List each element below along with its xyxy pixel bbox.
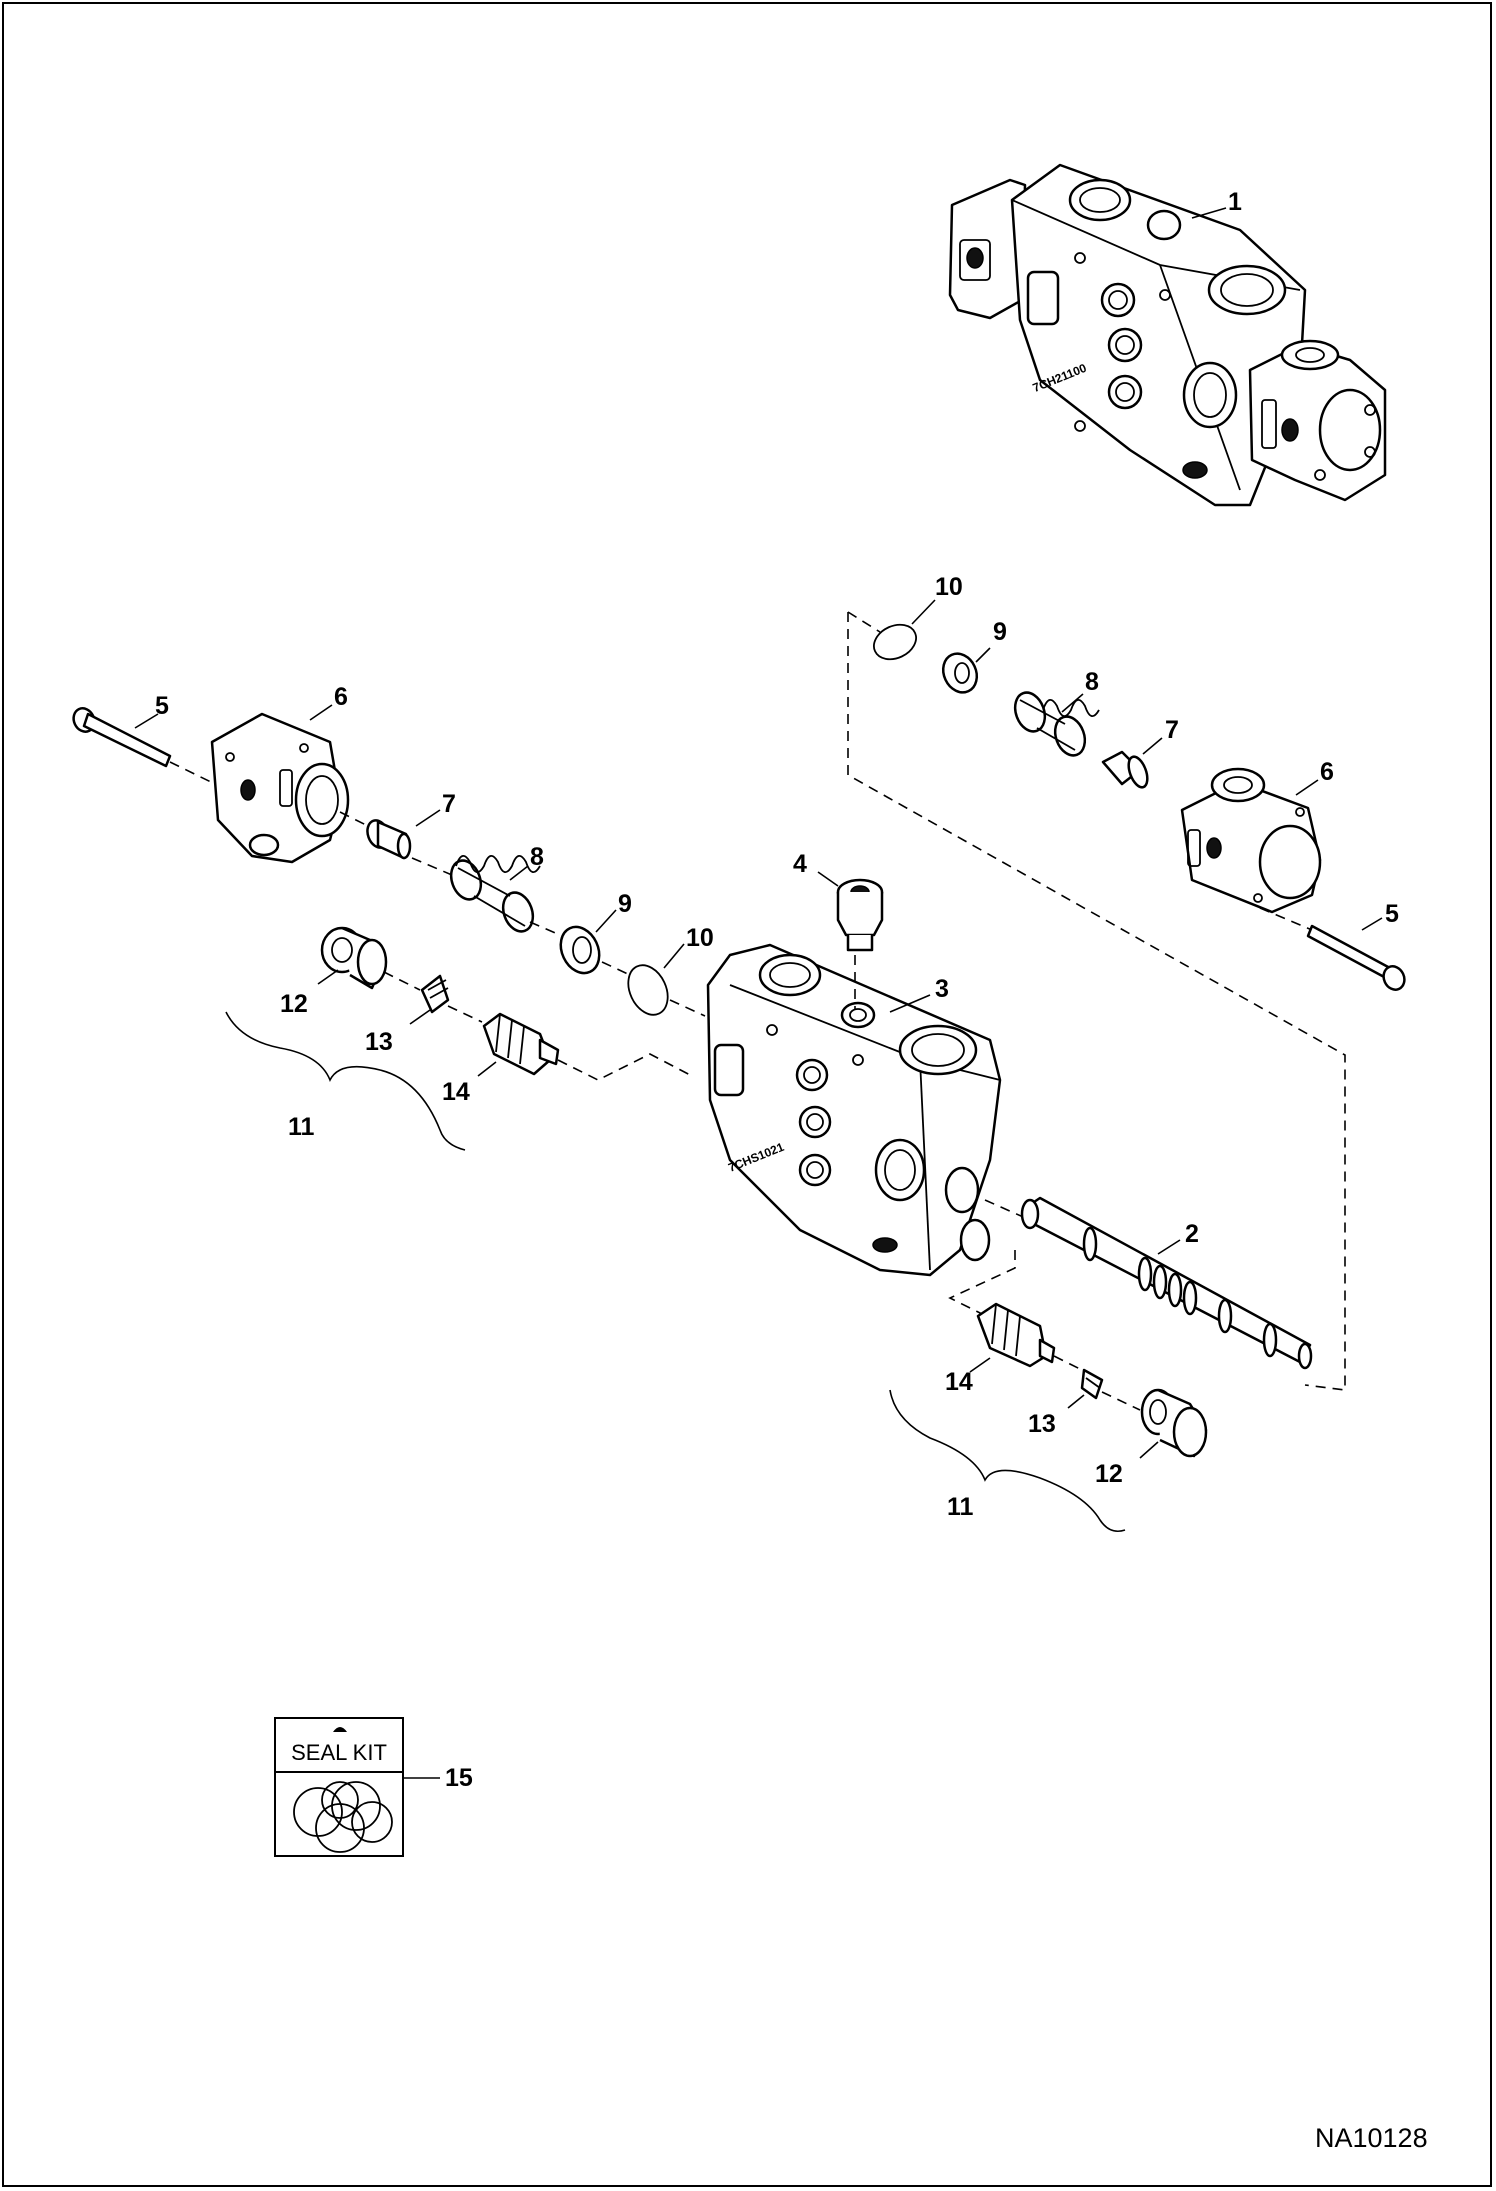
- washer-part-9-left[interactable]: [554, 921, 607, 980]
- o-ring-part-10-left[interactable]: [621, 959, 676, 1021]
- callout-14-right: 14: [945, 1368, 973, 1396]
- callout-15: 15: [445, 1764, 473, 1792]
- callout-7-right: 7: [1165, 716, 1179, 744]
- spool-part-2[interactable]: [1020, 1196, 1313, 1370]
- poppet-part-13-right[interactable]: [1080, 1368, 1104, 1400]
- callout-8-left: 8: [530, 843, 544, 871]
- spring-part-8-right[interactable]: [1010, 688, 1100, 759]
- callout-5-left: 5: [155, 692, 169, 720]
- plug-part-12-left[interactable]: [320, 926, 388, 990]
- spring-part-8-left[interactable]: [446, 855, 541, 936]
- bolt-part-5-right[interactable]: [1306, 924, 1408, 993]
- callout-10-left: 10: [686, 924, 714, 952]
- seal-kit-part-15[interactable]: SEAL KIT: [274, 1717, 404, 1857]
- valve-assembly-part-1[interactable]: 7CH21100: [948, 163, 1387, 507]
- washer-part-9-right[interactable]: [937, 648, 983, 698]
- brace-11-left: [225, 1011, 466, 1151]
- callout-9-left: 9: [618, 890, 632, 918]
- callout-11-right: 11: [947, 1493, 974, 1521]
- poppet-part-13-left[interactable]: [420, 974, 450, 1014]
- brace-11-right: [889, 1389, 1126, 1533]
- callout-6-left: 6: [334, 683, 348, 711]
- callout-11-left: 11: [288, 1113, 315, 1141]
- callout-14-left: 14: [442, 1078, 470, 1106]
- callout-4: 4: [793, 850, 807, 878]
- spring-seat-part-7-left[interactable]: [364, 817, 412, 860]
- callout-12-right: 12: [1095, 1460, 1123, 1488]
- callout-8-right: 8: [1085, 668, 1099, 696]
- callout-2: 2: [1185, 1220, 1199, 1248]
- callout-6-right: 6: [1320, 758, 1334, 786]
- callout-10-right: 10: [935, 573, 963, 601]
- callout-5-right: 5: [1385, 900, 1399, 928]
- relief-cartridge-part-14-right[interactable]: [976, 1302, 1056, 1368]
- callout-13-left: 13: [365, 1028, 393, 1056]
- callout-13-right: 13: [1028, 1410, 1056, 1438]
- spring-seat-part-7-right[interactable]: [1101, 750, 1151, 790]
- bolt-part-5-left[interactable]: [70, 705, 172, 768]
- callout-1: 1: [1228, 188, 1242, 216]
- callout-9-right: 9: [993, 618, 1007, 646]
- end-cap-part-6-left[interactable]: [210, 712, 350, 864]
- callout-12-left: 12: [280, 990, 308, 1018]
- plug-part-4[interactable]: [836, 878, 884, 952]
- o-ring-part-10-right[interactable]: [868, 618, 921, 666]
- end-cap-part-6-right[interactable]: [1180, 767, 1322, 914]
- callout-7-left: 7: [442, 790, 456, 818]
- relief-cartridge-part-14-left[interactable]: [482, 1012, 560, 1076]
- plug-part-12-right[interactable]: [1140, 1388, 1208, 1458]
- seal-kit-label: SEAL KIT: [291, 1740, 387, 1765]
- figure-reference-id: NA10128: [1315, 2123, 1428, 2153]
- valve-section-body-part-3[interactable]: 7CHS1021: [706, 943, 1002, 1277]
- callout-3: 3: [935, 975, 949, 1003]
